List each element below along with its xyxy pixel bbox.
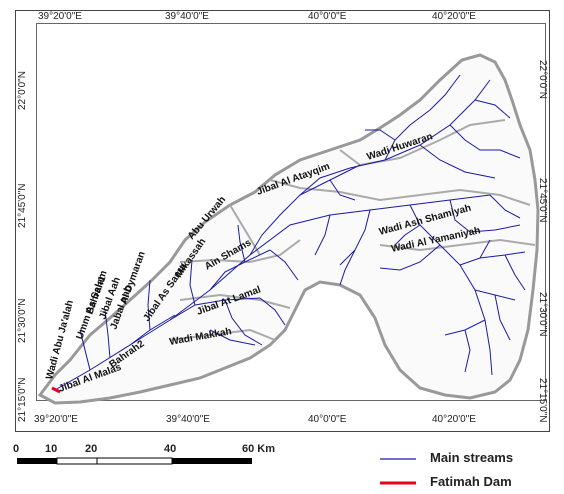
subbasin-boundary-6 — [169, 328, 276, 341]
coord-top-2: 39°40'0"E — [165, 11, 209, 22]
coord-top-1: 39°20'0"E — [38, 11, 82, 22]
coord-top-3: 40°0'0"E — [308, 11, 347, 22]
scale-tick-20: 20 — [85, 443, 98, 455]
subbasin-boundary-1 — [269, 179, 531, 206]
coord-bottom-2: 39°40'0"E — [166, 414, 210, 425]
subbasin-boundary-5 — [179, 239, 301, 264]
coord-bottom-1: 39°20'0"E — [34, 414, 78, 425]
scale-bar — [17, 457, 252, 465]
fatimah-dam — [51, 386, 61, 394]
legend-fatimah-dam: Fatimah Dam — [430, 474, 512, 489]
subbasin-boundary-2 — [339, 119, 506, 167]
coord-top-4: 40°20'0"E — [432, 11, 476, 22]
legend-main-streams: Main streams — [430, 450, 514, 465]
subbasin-boundary-3 — [379, 238, 536, 252]
scale-tick-0: 0 — [13, 443, 20, 455]
scale-tick-10: 10 — [45, 443, 58, 455]
coord-bottom-3: 40°0'0"E — [308, 414, 347, 425]
coord-bottom-4: 40°20'0"E — [432, 414, 476, 425]
map-frame — [15, 10, 550, 432]
scale-tick-40: 40 — [164, 443, 177, 455]
map-inner-frame — [36, 23, 546, 401]
scale-tick-60: 60 Km — [242, 443, 276, 455]
stream-network — [54, 74, 526, 391]
